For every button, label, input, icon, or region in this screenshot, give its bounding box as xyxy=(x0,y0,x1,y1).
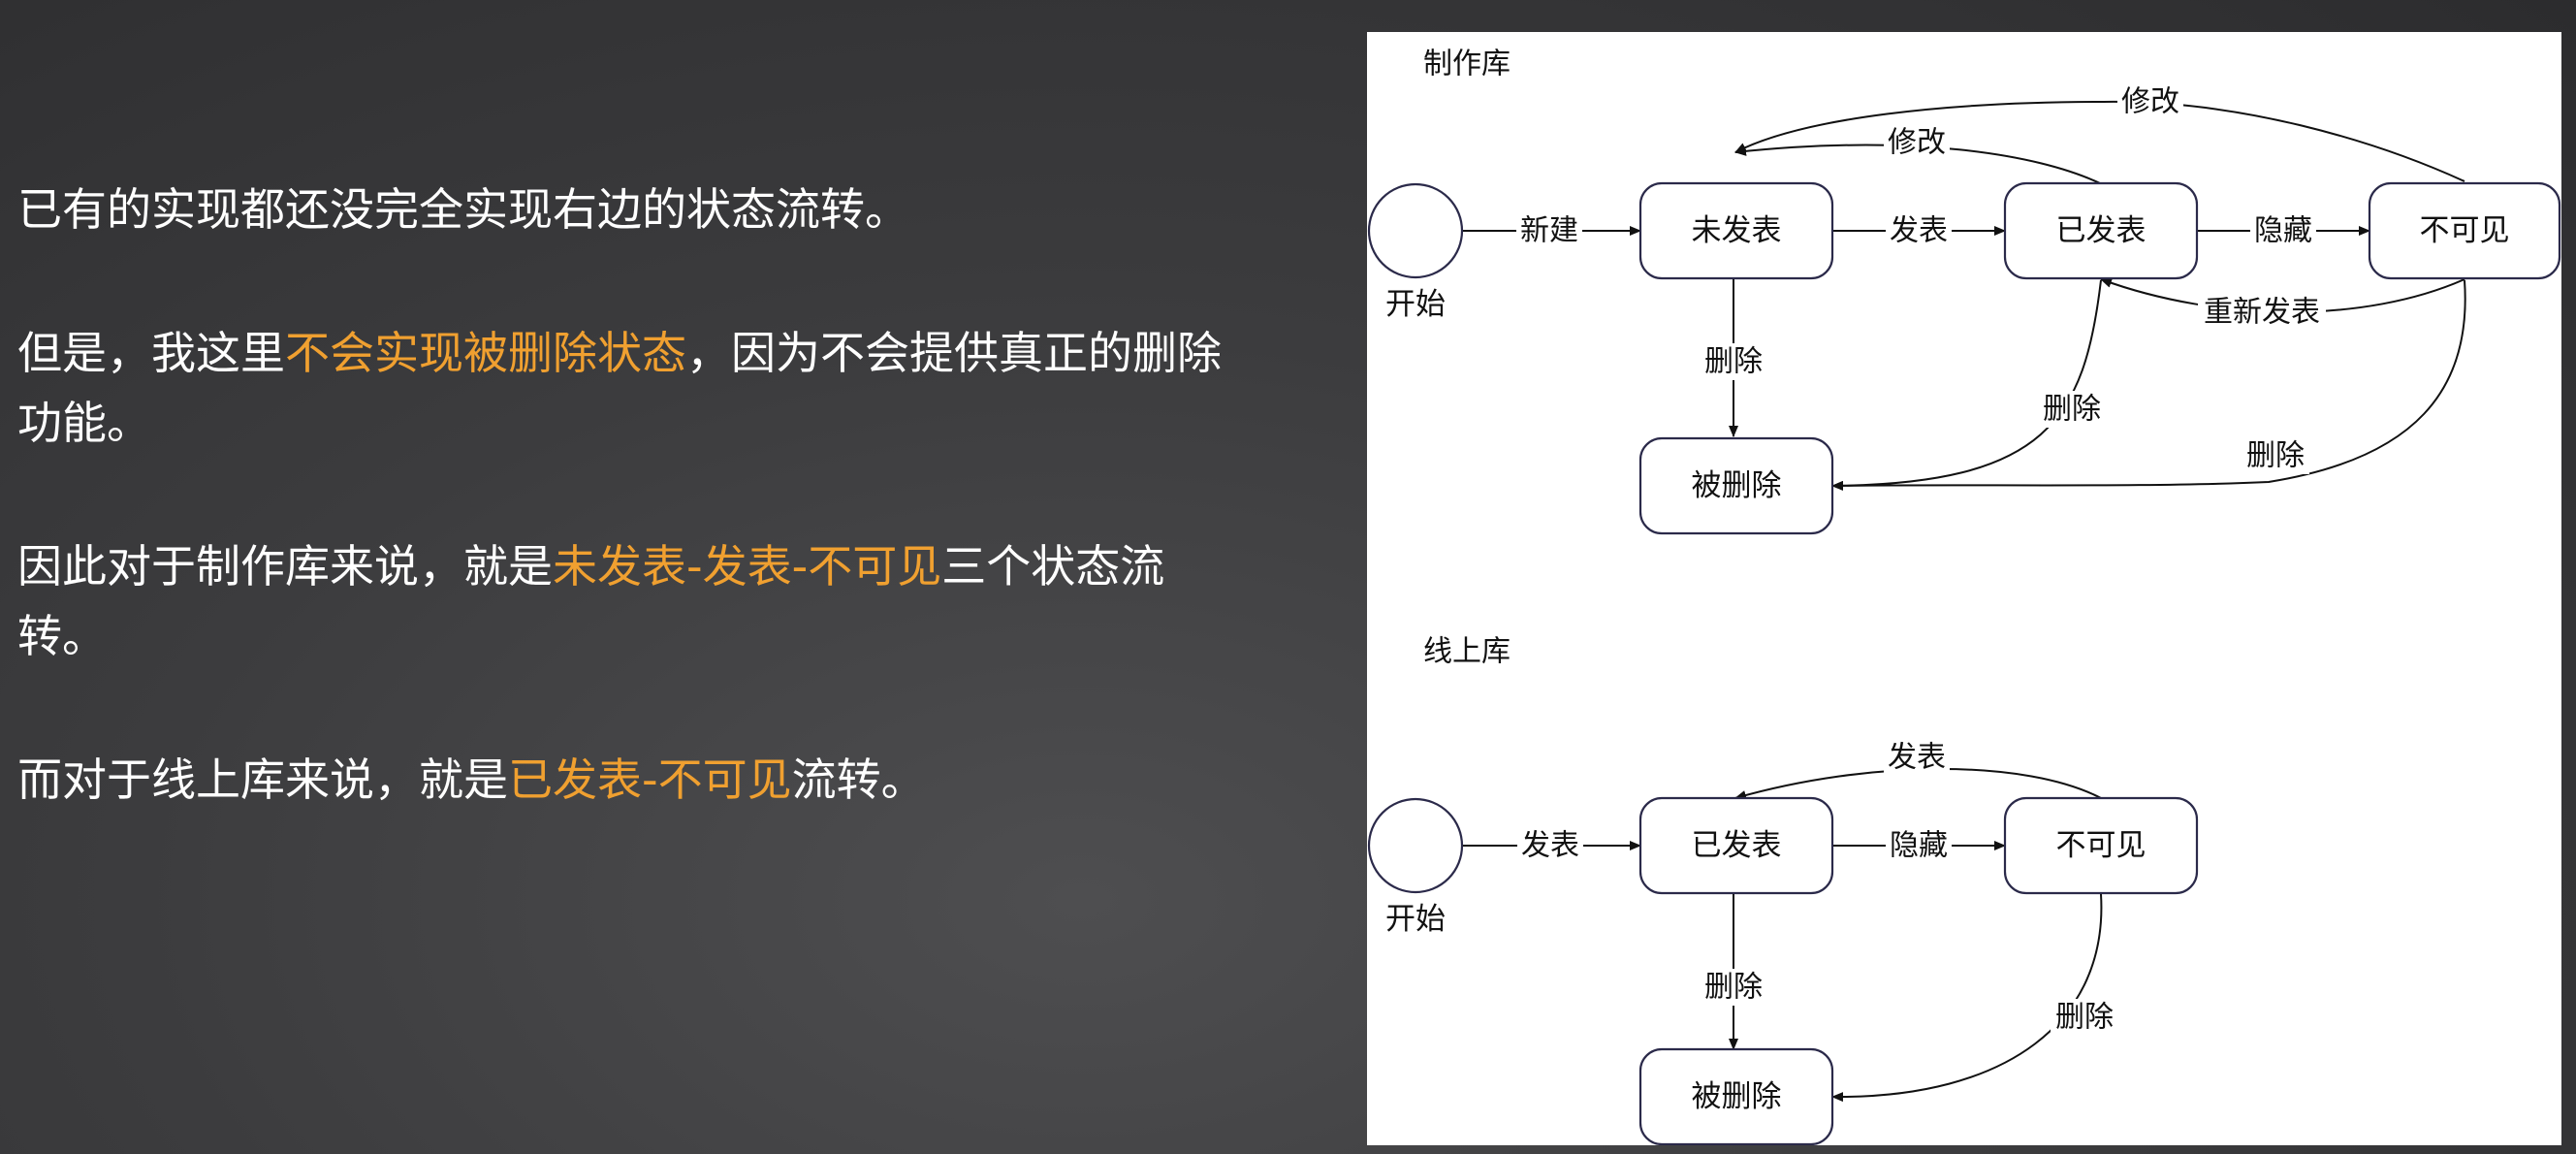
production-state-draft xyxy=(1638,181,1834,280)
paragraph-3-highlight: 未发表-发表-不可见 xyxy=(553,540,942,593)
online-state-deleted xyxy=(1638,1047,1834,1145)
production-label-hide: 隐藏 xyxy=(2254,214,2312,248)
production-state-hidden xyxy=(2368,181,2561,280)
production-label-publish: 发表 xyxy=(1890,214,1948,248)
edge-delete-from-published xyxy=(1831,279,2102,491)
production-start-node xyxy=(1367,182,1464,279)
online-state-published xyxy=(1638,796,1834,895)
edge-delete-from-hidden xyxy=(1831,279,2466,491)
paragraph-2: 但是，我这里不会实现被删除状态，因为不会提供真正的删除功能。 xyxy=(17,318,1229,458)
production-label-delete-from-published: 删除 xyxy=(2043,393,2101,427)
paragraph-2-text-a: 但是，我这里 xyxy=(17,327,285,379)
paragraph-2-highlight: 不会实现被删除状态 xyxy=(285,327,686,379)
online-state-published-label: 已发表 xyxy=(1692,828,1782,863)
edge-edit-from-published xyxy=(1734,144,2101,184)
production-label-create: 新建 xyxy=(1520,214,1578,248)
production-label-republish: 重新发表 xyxy=(2204,296,2320,330)
paragraph-1-text: 已有的实现都还没完全实现右边的状态流转。 xyxy=(17,183,909,236)
online-label-hide: 隐藏 xyxy=(1890,829,1948,863)
production-state-published-label: 已发表 xyxy=(2056,213,2147,248)
production-title: 制作库 xyxy=(1423,48,1511,81)
paragraph-3-text-a: 因此对于制作库来说，就是 xyxy=(17,540,553,593)
paragraph-4-text-b: 流转。 xyxy=(791,753,926,806)
production-label-edit-from-published: 修改 xyxy=(1888,126,1946,160)
production-state-deleted-label: 被删除 xyxy=(1692,468,1782,503)
online-label-delete-from-hidden: 删除 xyxy=(2055,1001,2114,1035)
production-label-delete-from-hidden: 删除 xyxy=(2246,439,2305,473)
online-state-hidden-label: 不可见 xyxy=(2056,828,2147,863)
online-label-republish: 发表 xyxy=(1888,741,1946,775)
online-start-node xyxy=(1367,797,1464,894)
online-state-deleted-label: 被删除 xyxy=(1692,1079,1782,1114)
production-state-published xyxy=(2003,181,2199,280)
paragraph-4-text-a: 而对于线上库来说，就是 xyxy=(17,753,508,806)
state-diagram-panel: 制作库 未发表 已发表 不可见 被删除 开始 新建 发表 隐藏 xyxy=(1367,32,2561,1145)
paragraph-2-text-b: ，因为不会提供真正的删除功能。 xyxy=(17,327,1222,449)
production-start-label: 开始 xyxy=(1385,287,1446,322)
online-start-label: 开始 xyxy=(1385,902,1446,937)
online-label-delete-from-published: 删除 xyxy=(1704,971,1763,1005)
production-state-hidden-label: 不可见 xyxy=(2420,213,2510,248)
production-label-delete-from-draft: 删除 xyxy=(1704,345,1763,379)
online-label-publish: 发表 xyxy=(1521,829,1579,863)
production-state-deleted xyxy=(1638,436,1834,535)
paragraph-1: 已有的实现都还没完全实现右边的状态流转。 xyxy=(17,175,1229,244)
online-title: 线上库 xyxy=(1423,635,1511,669)
state-diagram: 制作库 未发表 已发表 不可见 被删除 开始 新建 发表 隐藏 xyxy=(1367,48,2561,1145)
online-state-hidden xyxy=(2003,796,2199,895)
paragraph-3-text-b: 三个状态流转。 xyxy=(17,540,1165,662)
paragraph-3: 因此对于制作库来说，就是未发表-发表-不可见三个状态流转。 xyxy=(17,531,1229,671)
paragraph-4: 而对于线上库来说，就是已发表-不可见流转。 xyxy=(17,745,1229,815)
production-label-edit-from-hidden: 修改 xyxy=(2121,85,2179,119)
production-state-draft-label: 未发表 xyxy=(1692,213,1782,248)
online-edge-delete-from-hidden xyxy=(1831,893,2103,1103)
paragraph-4-highlight: 已发表-不可见 xyxy=(508,753,792,806)
slide-text: 已有的实现都还没完全实现右边的状态流转。 但是，我这里不会实现被删除状态，因为不… xyxy=(17,175,1229,888)
edge-edit-from-hidden xyxy=(1734,100,2465,182)
